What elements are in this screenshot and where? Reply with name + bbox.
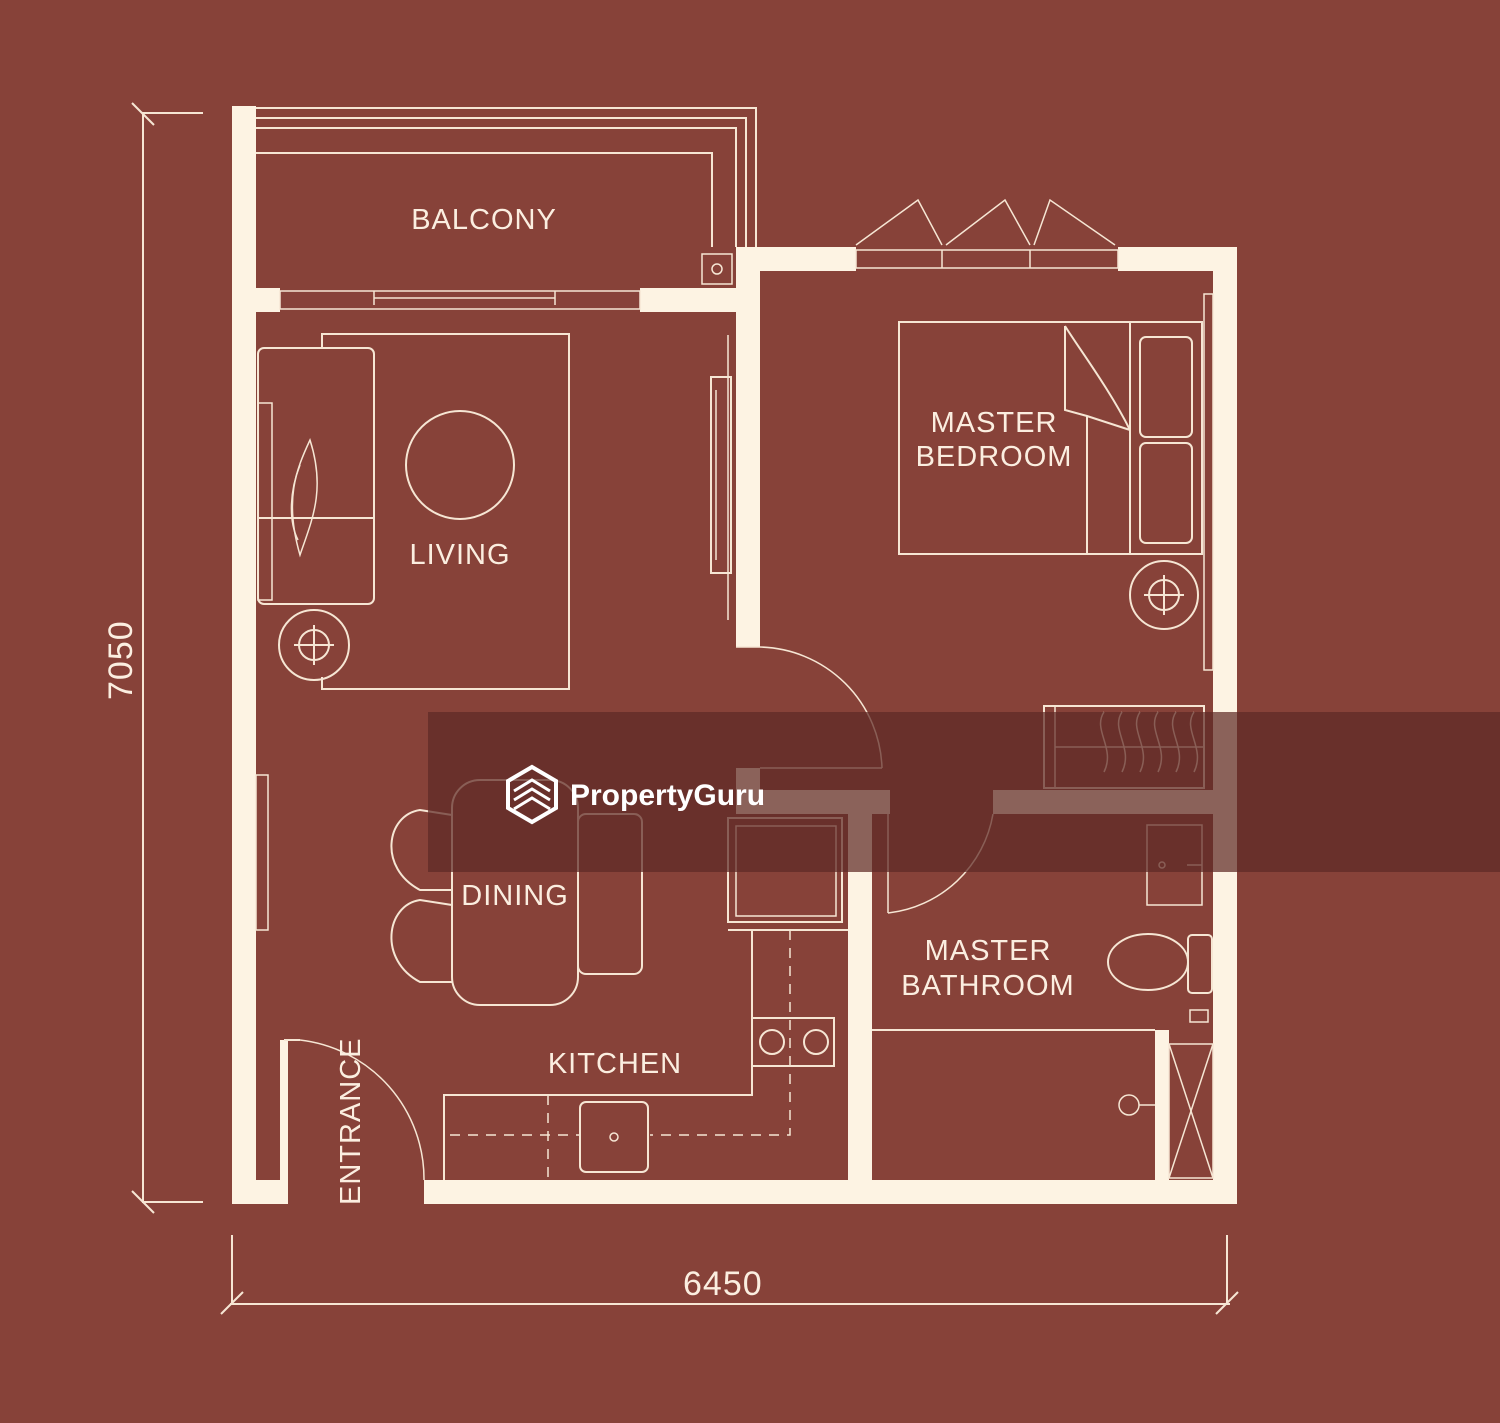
height-dimension: 7050 [102, 102, 203, 1214]
dining-label: DINING [461, 880, 569, 912]
walls [232, 106, 1237, 1204]
width-dimension-label: 6450 [683, 1265, 763, 1303]
wall-cabinet [255, 774, 269, 931]
bedroom-window [855, 198, 1119, 269]
dining-table [390, 779, 643, 1006]
watermark: PropertyGuru [428, 712, 1500, 872]
watermark-text: PropertyGuru [570, 779, 765, 812]
height-dimension-label: 7050 [102, 620, 140, 700]
living-label: LIVING [409, 539, 510, 571]
bed [898, 321, 1203, 555]
toilet [1107, 933, 1213, 994]
tv-console [710, 335, 732, 620]
bedroom-wall-panel [1203, 293, 1214, 671]
master-bathroom-label-line2: BATHROOM [901, 970, 1074, 1002]
master-bedroom-label-line1: MASTER [931, 407, 1058, 439]
coffee-table [405, 410, 515, 520]
width-dimension: 6450 [220, 1235, 1239, 1315]
balcony-label: BALCONY [411, 204, 557, 236]
kitchen-counter [443, 929, 848, 1180]
kitchen-label: KITCHEN [548, 1048, 682, 1080]
bedroom-aircon-icon [1129, 560, 1199, 630]
sofa [257, 347, 375, 605]
living-rug [321, 333, 570, 690]
master-bedroom-label-line2: BEDROOM [916, 441, 1073, 473]
master-bathroom-label-line1: MASTER [925, 935, 1052, 967]
entrance-door [284, 1039, 425, 1181]
living-aircon-icon [278, 609, 350, 681]
balcony-railing [256, 107, 757, 310]
entrance-label: ENTRANCE [335, 1037, 367, 1205]
shower-screen [872, 1009, 1214, 1179]
propertyguru-logo-icon [506, 764, 558, 825]
